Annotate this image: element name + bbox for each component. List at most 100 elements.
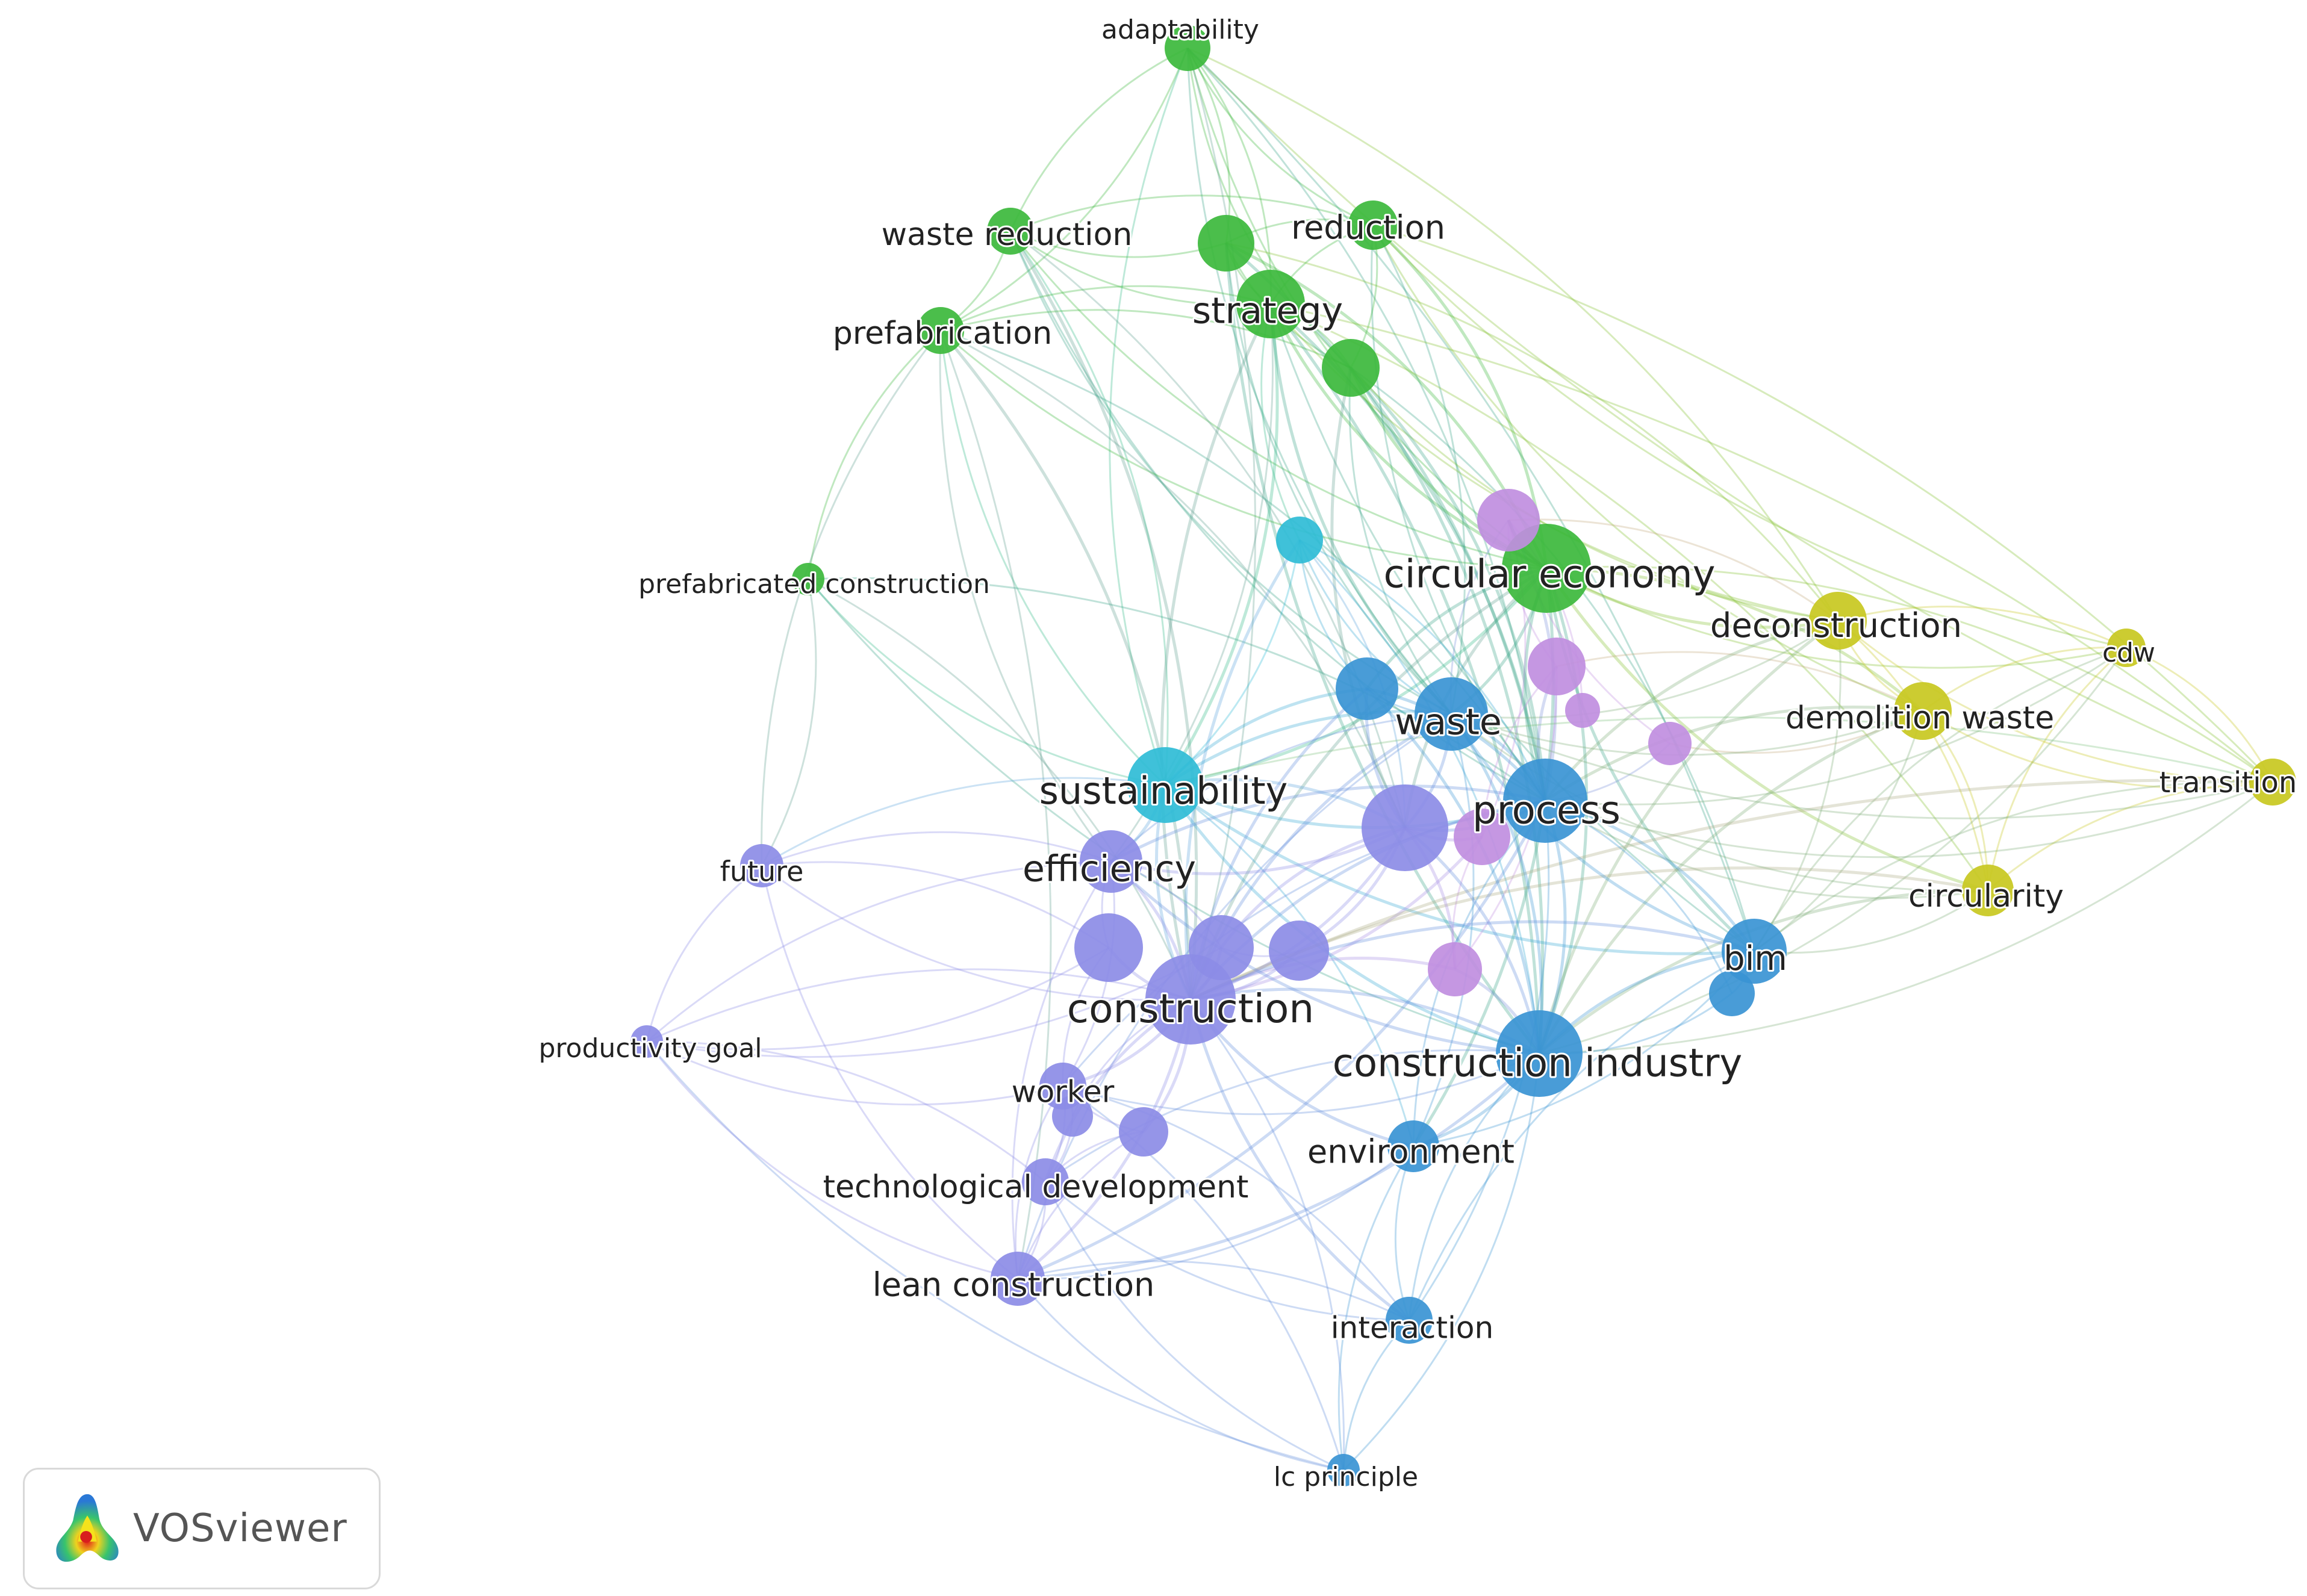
node-cdw[interactable] [2107, 629, 2146, 667]
node-interaction[interactable] [1386, 1297, 1433, 1344]
link-productivity_goal-lean_construction [646, 1041, 1018, 1280]
label-worker[interactable]: worker [1010, 1073, 1116, 1111]
node-v-unl5[interactable] [1052, 1096, 1093, 1137]
node-v-unl6[interactable] [1119, 1107, 1168, 1157]
label-prefabricated-construction[interactable]: prefabricated construction [637, 567, 992, 601]
link-prefabrication-sustainability [939, 330, 1166, 786]
label-cdw[interactable]: cdw [2100, 636, 2157, 670]
node-p-unl1[interactable] [1477, 489, 1540, 551]
label-bim[interactable]: bim [1722, 937, 1789, 980]
link-c_unl1-construction_industry [1298, 539, 1540, 1054]
link-construction_industry-lean_construction [1017, 1052, 1540, 1281]
link-sustainability-waste [1164, 710, 1452, 787]
link-cdw-process [1545, 647, 2127, 806]
link-environment-lc_principle [1337, 1146, 1415, 1471]
link-prefabricated_construction-construction [808, 578, 1192, 1000]
node-lean-construction[interactable] [991, 1252, 1045, 1306]
node-transition[interactable] [2249, 759, 2296, 806]
node-waste-reduction[interactable] [987, 208, 1034, 255]
node-construction-industry[interactable] [1496, 1010, 1583, 1097]
link-demolition_waste-transition [1922, 710, 2273, 789]
node-future[interactable] [740, 844, 783, 887]
node-v-unl1[interactable] [1362, 784, 1448, 871]
node-productivity-goal[interactable] [630, 1025, 663, 1058]
label-interaction[interactable]: interaction [1329, 1309, 1495, 1347]
node-environment[interactable] [1387, 1120, 1439, 1172]
label-deconstruction[interactable]: deconstruction [1708, 604, 1964, 647]
label-environment[interactable]: environment [1306, 1131, 1516, 1173]
label-construction-industry[interactable]: construction industry [1331, 1040, 1745, 1088]
link-adaptability-construction [1186, 48, 1256, 1000]
label-waste-reduction[interactable]: waste reduction [880, 215, 1135, 255]
node-p-unl4[interactable] [1648, 722, 1692, 765]
node-c-unl1[interactable] [1276, 517, 1323, 564]
label-transition[interactable]: transition [2158, 764, 2299, 801]
node-sustainability[interactable] [1127, 747, 1203, 823]
node-p-unl5[interactable] [1454, 809, 1510, 865]
label-reduction[interactable]: reduction [1289, 207, 1447, 249]
label-sustainability[interactable]: sustainability [1038, 767, 1290, 815]
link-p_unl2-demolition_waste [1556, 651, 1923, 712]
node-g-unl2[interactable] [1322, 339, 1380, 397]
link-waste-efficiency [1110, 713, 1452, 863]
link-prefabrication-prefabricated_construction [807, 329, 942, 580]
label-lc-principle[interactable]: lc principle [1272, 1460, 1420, 1494]
link-lc_principle-construction [1189, 999, 1345, 1471]
node-g-unl1[interactable] [1198, 215, 1254, 272]
node-reduction[interactable] [1348, 200, 1398, 250]
node-b-unl1[interactable] [1336, 657, 1398, 720]
label-process[interactable]: process [1471, 787, 1622, 835]
node-v-unl2[interactable] [1074, 913, 1143, 982]
link-construction_industry-interaction [1408, 1052, 1540, 1321]
node-prefabrication[interactable] [917, 307, 964, 354]
node-adaptability[interactable] [1165, 25, 1210, 71]
link-strategy-transition [1270, 303, 2273, 783]
link-cdw-circularity [1987, 647, 2127, 891]
node-demolition-waste[interactable] [1894, 682, 1952, 740]
label-prefabrication[interactable]: prefabrication [831, 314, 1054, 353]
label-future[interactable]: future [718, 854, 806, 890]
link-process-efficiency [1110, 784, 1546, 863]
label-construction[interactable]: construction [1065, 984, 1316, 1034]
link-circularity-waste [1451, 713, 1988, 892]
node-deconstruction[interactable] [1809, 592, 1867, 650]
label-efficiency[interactable]: efficiency [1021, 846, 1198, 892]
node-strategy[interactable] [1236, 270, 1305, 338]
label-technological-development[interactable]: technological development [821, 1167, 1251, 1207]
label-productivity-goal[interactable]: productivity goal [537, 1031, 764, 1066]
link-future-productivity_goal [646, 865, 762, 1042]
node-bim[interactable] [1722, 919, 1787, 984]
label-lean-construction[interactable]: lean construction [871, 1264, 1157, 1306]
node-p-unl2[interactable] [1528, 638, 1586, 695]
node-waste[interactable] [1415, 677, 1488, 751]
link-reduction-transition [1372, 224, 2274, 783]
link-transition-circularity [1987, 781, 2273, 892]
label-circularity[interactable]: circularity [1907, 877, 2066, 916]
node-process[interactable] [1503, 759, 1587, 843]
link-future-efficiency [761, 831, 1112, 867]
link-p_unl5-construction [1190, 836, 1483, 1001]
label-strategy[interactable]: strategy [1191, 288, 1345, 334]
link-g_unl2-bim [1350, 367, 1755, 952]
node-efficiency[interactable] [1080, 830, 1142, 893]
node-technological-development[interactable] [1022, 1158, 1069, 1205]
node-p-unl6[interactable] [1428, 942, 1482, 996]
link-g_unl2-waste [1348, 367, 1452, 715]
node-circularity[interactable] [1962, 865, 2014, 916]
link-deconstruction-cdw [1837, 606, 2127, 649]
node-prefabricated-construction[interactable] [792, 563, 824, 595]
link-reduction-waste [1372, 225, 1466, 715]
label-waste[interactable]: waste [1393, 700, 1504, 745]
node-lc-principle[interactable] [1327, 1454, 1360, 1486]
node-construction[interactable] [1145, 954, 1236, 1045]
node-v-unl4[interactable] [1269, 921, 1329, 981]
label-circular-economy[interactable]: circular economy [1382, 551, 1717, 599]
node-b-unl2[interactable] [1709, 970, 1755, 1016]
node-p-unl3[interactable] [1565, 693, 1600, 728]
link-adaptability-reduction [1186, 48, 1374, 226]
label-adaptability[interactable]: adaptability [1100, 13, 1261, 47]
link-g_unl2-construction_industry [1349, 367, 1545, 1054]
link-strategy-bim [1269, 303, 1755, 952]
label-demolition-waste[interactable]: demolition waste [1784, 698, 2056, 738]
